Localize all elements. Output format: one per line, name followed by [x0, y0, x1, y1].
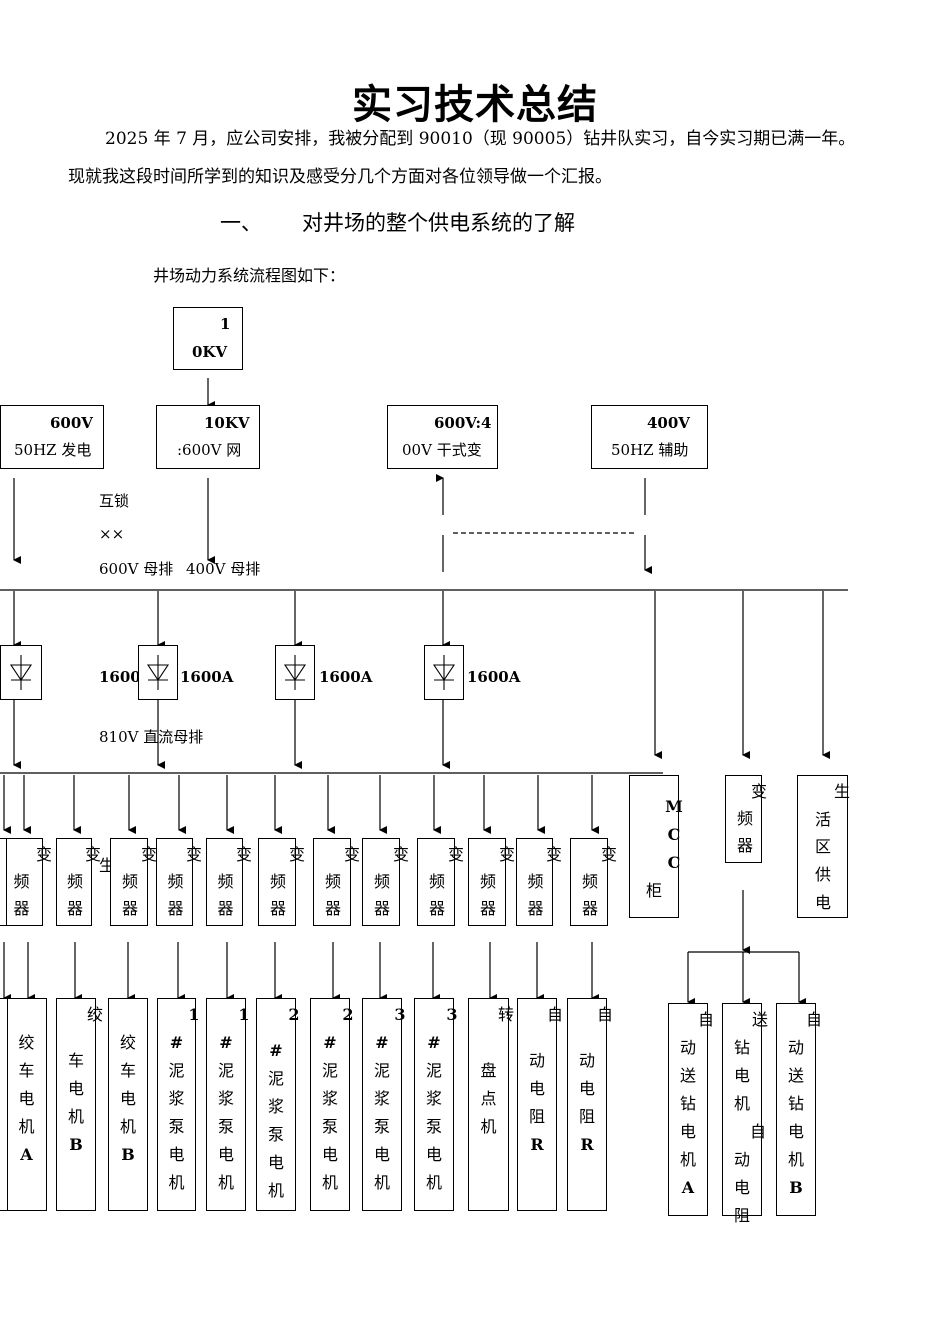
vfd-box: 变频器 [0, 838, 52, 926]
rectifier-box [424, 645, 464, 700]
diode-icon [9, 655, 33, 690]
motor-box: 3#泥浆泵电机 [414, 998, 458, 1211]
vfd-box: 变频器 [56, 838, 101, 926]
rectifier-3-rating: 1600A [319, 668, 373, 686]
intro-line-2: 现就我这段时间所学到的知识及感受分几个方面对各位领导做一个汇报。 [68, 167, 612, 187]
dry-transformer-box: 600V:4 00V 干式变 [387, 405, 498, 469]
generator-box: 600V 50HZ 发电 [0, 405, 104, 469]
document-title: 实习技术总结 [352, 82, 598, 128]
vfd-box: 变频器 [362, 838, 409, 926]
vfd-box: 变频器 [156, 838, 202, 926]
dc-bus-label: 810V 直流母排 [99, 728, 204, 746]
intro-line-1: 2025 年 7 月，应公司安排，我被分配到 90010（现 90005）钻井队… [105, 129, 856, 149]
motor-box: 2#泥浆泵电机 [256, 998, 300, 1211]
motor-box: 2#泥浆泵电机 [310, 998, 354, 1211]
vfd-box: 变频器 [468, 838, 515, 926]
motor-box: 转盘点机 [468, 998, 514, 1211]
motor-box: 1#泥浆泵电机 [157, 998, 200, 1211]
xx-label: ×× [99, 525, 125, 543]
vfd-box: 变频器 [313, 838, 360, 926]
living-area-supply-box: 生 活 区 供 电 [797, 775, 850, 918]
section-title: 对井场的整个供电系统的了解 [302, 211, 575, 235]
section-number: 一、 [220, 211, 262, 235]
motor-box: 3#泥浆泵电机 [362, 998, 406, 1211]
vfd-box: 变频器 [110, 838, 157, 926]
vfd-box: 变频器 [516, 838, 562, 926]
auxiliary-generator-box: 400V 50HZ 辅助 [591, 405, 708, 469]
transformer-box: 10KV :600V 网 [156, 405, 260, 469]
mcc-cabinet-box: M C C 柜 [629, 775, 683, 918]
vfd-box-edge [0, 838, 7, 926]
interlock-label: 互锁 [99, 492, 130, 510]
10kv-source-box: 1 0KV [173, 307, 243, 370]
diagram-caption: 井场动力系统流程图如下： [153, 266, 346, 285]
rectifier-box [138, 645, 178, 700]
vfd-box: 变频器 [570, 838, 617, 926]
rectifier-box [0, 645, 42, 700]
diode-icon [432, 655, 456, 690]
bus-400v-label: 400V 母排 [186, 560, 261, 578]
motor-box-edge [0, 998, 8, 1211]
rectifier-box [275, 645, 315, 700]
diode-icon [283, 655, 307, 690]
rectifier-4-rating: 1600A [467, 668, 521, 686]
bus-600v-label: 600V 母排 [99, 560, 174, 578]
motor-box: 送钻电机自动电阻 [722, 1003, 768, 1225]
vfd-box: 变频器 [206, 838, 252, 926]
motor-box: 1#泥浆泵电机 [206, 998, 250, 1211]
vfd-box: 变频器 [417, 838, 464, 926]
rectifier-2-rating: 1600A [180, 668, 234, 686]
right-vfd-box: 变 频 器 [725, 775, 767, 863]
vfd-box: 变频器 [258, 838, 305, 926]
diode-icon [146, 655, 170, 690]
